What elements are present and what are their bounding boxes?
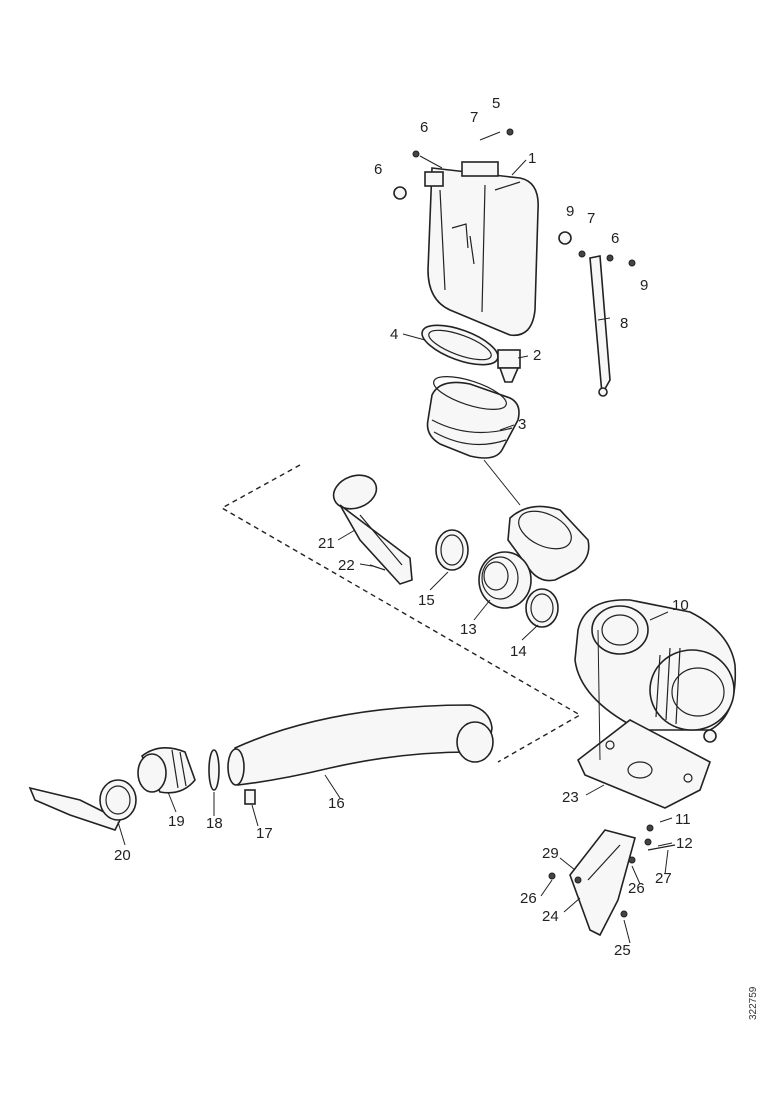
callout-19: 19 bbox=[168, 813, 185, 830]
callout-9: 9 bbox=[566, 203, 574, 220]
callout-16: 16 bbox=[328, 795, 345, 812]
callout-22: 22 bbox=[338, 557, 355, 574]
callout-8: 8 bbox=[620, 315, 628, 332]
callout-7: 7 bbox=[587, 210, 595, 227]
part-17-plug bbox=[244, 789, 256, 805]
callout-13: 13 bbox=[460, 621, 477, 638]
callout-7: 7 bbox=[470, 109, 478, 126]
callout-10: 10 bbox=[672, 597, 689, 614]
callout-3: 3 bbox=[518, 416, 526, 433]
callout-5: 5 bbox=[492, 95, 500, 112]
callout-4: 4 bbox=[390, 326, 398, 343]
part-19-elbow bbox=[137, 747, 196, 794]
callout-20: 20 bbox=[114, 847, 131, 864]
part-16-intake-hose bbox=[227, 704, 494, 786]
part-10-air-cleaner-housing bbox=[574, 599, 737, 743]
part-3-filter-element bbox=[426, 376, 520, 459]
part-24-support-bracket bbox=[548, 824, 676, 937]
part-22-screw bbox=[369, 564, 386, 571]
callout-14: 14 bbox=[510, 643, 527, 660]
callout-12: 12 bbox=[676, 835, 693, 852]
callout-6: 6 bbox=[420, 119, 428, 136]
callout-6: 6 bbox=[611, 230, 619, 247]
part-21-bracket bbox=[332, 474, 413, 585]
callout-26: 26 bbox=[520, 890, 537, 907]
part-1-precleaner-housing bbox=[424, 161, 539, 337]
leader-lines bbox=[117, 159, 673, 944]
callout-labels: 1 2 3 4 5 6 6 6 7 7 8 9 9 10 11 12 13 14… bbox=[114, 95, 693, 959]
callout-17: 17 bbox=[256, 825, 273, 842]
part-23-mounting-plate bbox=[577, 719, 711, 809]
callout-2: 2 bbox=[533, 347, 541, 364]
callout-25: 25 bbox=[614, 942, 631, 959]
callout-1: 1 bbox=[528, 150, 536, 167]
callout-18: 18 bbox=[206, 815, 223, 832]
document-id: 322759 bbox=[748, 986, 759, 1020]
part-18-clamp bbox=[208, 749, 220, 791]
callout-9: 9 bbox=[640, 277, 648, 294]
callout-6: 6 bbox=[374, 161, 382, 178]
callout-26: 26 bbox=[628, 880, 645, 897]
callout-27: 27 bbox=[655, 870, 672, 887]
callout-21: 21 bbox=[318, 535, 335, 552]
callout-24: 24 bbox=[542, 908, 559, 925]
intake-adapter bbox=[507, 505, 590, 582]
part-20-mounting-bracket bbox=[28, 779, 137, 831]
callout-11: 11 bbox=[675, 811, 691, 828]
screw-set-top bbox=[393, 128, 636, 267]
part-8-strap bbox=[589, 255, 611, 397]
part-13-connector bbox=[478, 551, 532, 609]
callout-15: 15 bbox=[418, 592, 435, 609]
callout-23: 23 bbox=[562, 789, 579, 806]
assembly-boundary-dashed-line bbox=[220, 464, 582, 763]
part-2-dust-valve bbox=[497, 349, 521, 383]
callout-29: 29 bbox=[542, 845, 559, 862]
